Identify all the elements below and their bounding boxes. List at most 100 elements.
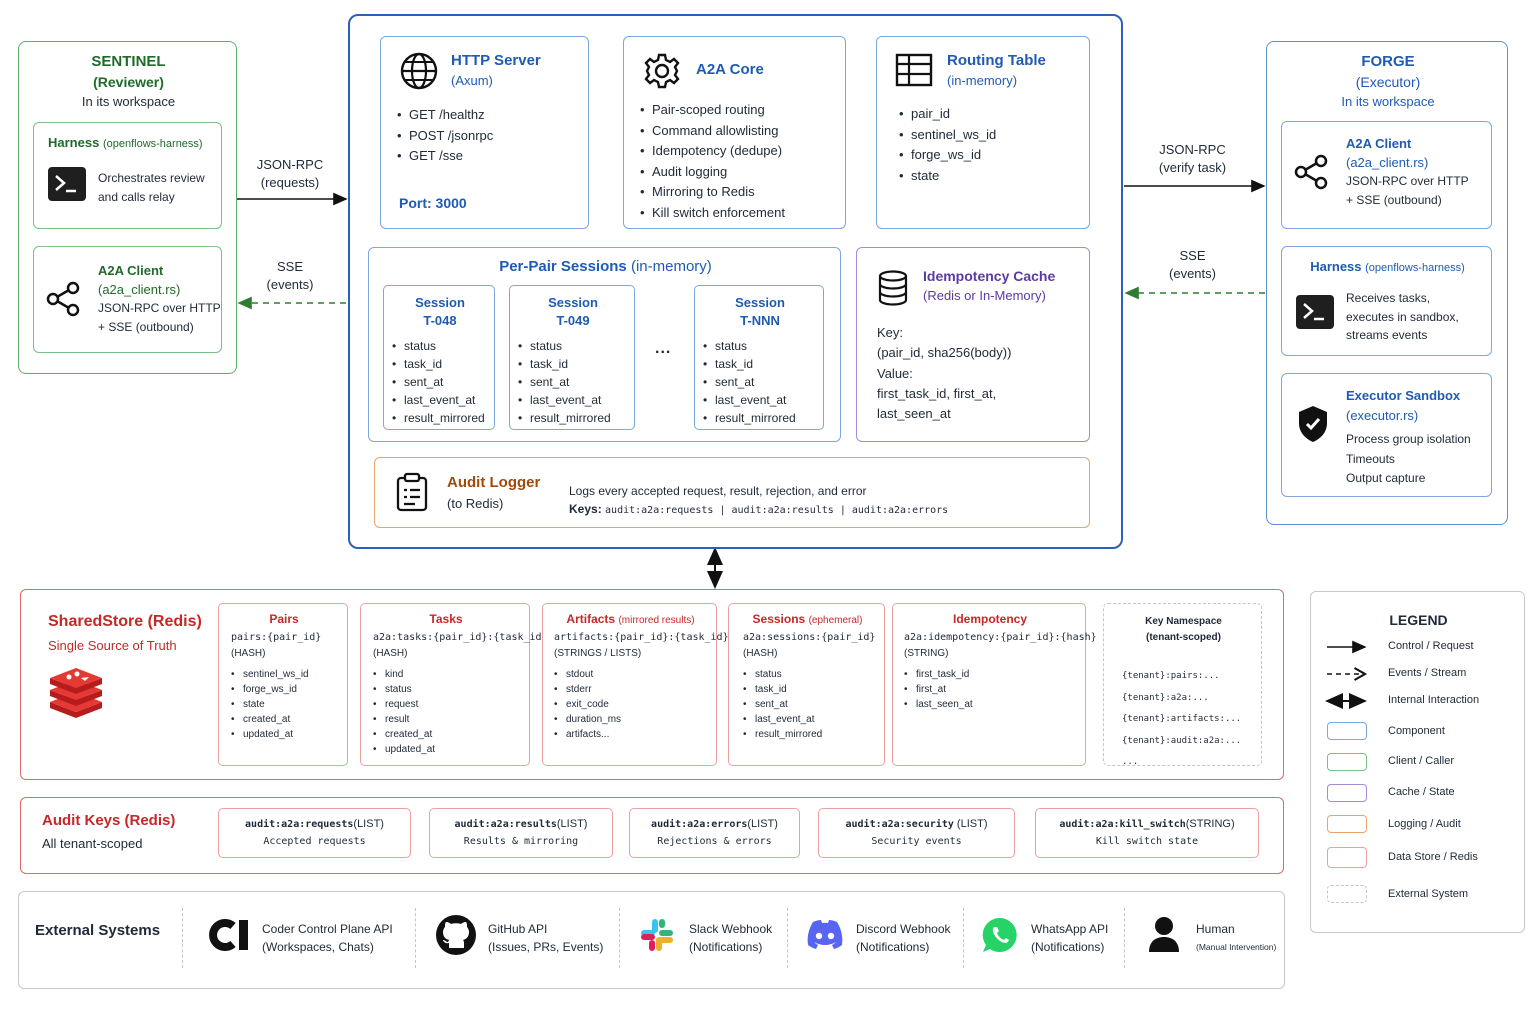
table-icon [895, 53, 933, 92]
endpoint-item: GET /sse [397, 146, 493, 167]
session-field: task_id [392, 355, 485, 373]
share-icon [1294, 154, 1328, 195]
legend-label: Events / Stream [1388, 667, 1467, 679]
relay-container: HTTP Server (Axum) GET /healthz POST /js… [348, 14, 1123, 549]
external-sub: (Issues, PRs, Events) [488, 940, 604, 954]
routing-field: sentinel_ws_id [899, 125, 996, 146]
audit-keys-list: audit:a2a:requests | audit:a2a:results |… [605, 505, 949, 516]
table-field: forge_ws_id [231, 682, 309, 697]
session-label: Session [548, 295, 598, 310]
external-name: GitHub API [488, 922, 548, 936]
gear-icon [642, 51, 682, 96]
forge-role: (Executor) [1355, 74, 1421, 90]
external-sub: (Workspaces, Chats) [262, 940, 374, 954]
session-field: result_mirrored [518, 409, 611, 427]
forge-title: FORGE [1361, 53, 1415, 70]
person-icon [1147, 916, 1181, 959]
routing-field: state [899, 166, 996, 187]
audit-keys-label: Keys: [569, 502, 602, 516]
session-field: last_event_at [392, 391, 485, 409]
audit-logger-desc: Logs every accepted request, result, rej… [569, 484, 867, 498]
external-sub: (Manual Intervention) [1196, 942, 1277, 952]
cache-title: Idempotency Cache [923, 268, 1056, 284]
cache-sub: (Redis or In-Memory) [923, 288, 1046, 303]
forge-harness-desc-3: streams events [1346, 328, 1428, 342]
session-field: result_mirrored [392, 409, 485, 427]
a2a-core-box: A2A Core Pair-scoped routing Command all… [623, 36, 846, 229]
table-title: Sessions [752, 612, 806, 626]
legend-label: Cache / State [1388, 786, 1455, 798]
audit-key-type: (LIST) [747, 818, 778, 830]
divider [182, 908, 183, 968]
sandbox-name: Executor Sandbox [1346, 388, 1461, 403]
session-field: result_mirrored [703, 409, 796, 427]
external-name: Coder Control Plane API [262, 922, 393, 936]
audit-key-desc: Results & mirroring [463, 836, 579, 847]
executor-sandbox: Executor Sandbox (executor.rs) Process g… [1281, 373, 1492, 497]
shield-icon [1296, 404, 1330, 449]
forge-client-name: A2A Client [1346, 136, 1412, 151]
http-sub: (Axum) [451, 73, 493, 88]
forge-harness-desc-2: executes in sandbox, [1346, 309, 1459, 324]
table-type: (HASH) [743, 648, 778, 659]
namespace-item: {tenant}:pairs:... [1122, 671, 1220, 681]
legend-swatch-logging [1327, 815, 1367, 833]
audit-key-type: (STRING) [1185, 818, 1235, 830]
sessions-title: Per-Pair Sessions [499, 258, 627, 275]
namespace-item: ... [1122, 757, 1139, 767]
session-label: Session [415, 295, 465, 310]
legend-swatch-cache [1327, 784, 1367, 802]
table-field: stderr [554, 682, 621, 697]
whatsapp-icon [981, 916, 1019, 959]
routing-fields: pair_id sentinel_ws_id forge_ws_id state [899, 104, 996, 186]
forge-harness: Harness (openflows-harness) Receives tas… [1281, 246, 1492, 356]
table-field: result_mirrored [743, 727, 822, 742]
routing-title: Routing Table [947, 52, 1046, 69]
table-field: last_event_at [743, 712, 822, 727]
audit-key-card: audit:a2a:security (LIST) Security event… [818, 808, 1015, 858]
forge-panel: FORGE (Executor) In its workspace A2A Cl… [1266, 41, 1508, 525]
key-namespace-box: Key Namespace (tenant-scoped) {tenant}:p… [1103, 603, 1262, 767]
audit-keys-sub: All tenant-scoped [42, 836, 143, 851]
audit-key-name: audit:a2a:security [845, 819, 954, 830]
audit-key-name: audit:a2a:errors [651, 819, 748, 830]
core-feature: Idempotency (dedupe) [640, 141, 785, 162]
table-field: request [373, 697, 435, 712]
client-desc: JSON-RPC over HTTP [98, 301, 221, 315]
namespace-item: {tenant}:artifacts:... [1122, 714, 1242, 724]
session-field: sent_at [392, 373, 485, 391]
table-field: first_task_id [904, 667, 973, 682]
forge-workspace: In its workspace [1341, 94, 1435, 109]
core-feature: Command allowlisting [640, 121, 785, 142]
table-type: (STRING) [904, 648, 949, 659]
table-field: result [373, 712, 435, 727]
terminal-icon [1296, 295, 1334, 329]
client-file: (a2a_client.rs) [98, 282, 181, 297]
share-icon [46, 281, 80, 322]
sentinel-a2a-client: A2A Client (a2a_client.rs) JSON-RPC over… [33, 246, 222, 353]
legend-title: LEGEND [1389, 612, 1448, 628]
table-field: created_at [231, 712, 309, 727]
namespace-sub: (tenant-scoped) [1146, 632, 1221, 643]
core-feature: Audit logging [640, 162, 785, 183]
session-field: sent_at [518, 373, 611, 391]
namespace-item: {tenant}:a2a:... [1122, 692, 1209, 703]
harness-name: Harness [48, 135, 100, 150]
audit-logger-sub: (to Redis) [447, 496, 504, 511]
store-table-tasks: Tasks a2a:tasks:{pair_id}:{task_id} (HAS… [360, 603, 548, 766]
audit-keys-title: Audit Keys (Redis) [42, 812, 176, 829]
divider [1124, 908, 1125, 968]
audit-key-card: audit:a2a:requests(LIST) Accepted reques… [218, 808, 411, 858]
sandbox-feature: Timeouts [1346, 451, 1395, 466]
session-card: Session T-048 status task_id sent_at las… [383, 285, 495, 430]
external-sub: (Notifications) [1031, 940, 1105, 954]
store-table-idempotency: Idempotency a2a:idempotency:{pair_id}:{h… [892, 603, 1097, 766]
divider [963, 908, 964, 968]
github-icon [435, 914, 477, 961]
namespace-title: Key Namespace [1145, 616, 1222, 627]
slack-icon [639, 917, 675, 958]
table-title-sub: (ephemeral) [808, 615, 863, 626]
sentinel-panel: SENTINEL (Reviewer) In its workspace Har… [18, 41, 237, 374]
table-type: (HASH) [231, 648, 266, 659]
store-table-pairs: Pairs pairs:{pair_id} (HASH) sentinel_ws… [218, 603, 348, 766]
